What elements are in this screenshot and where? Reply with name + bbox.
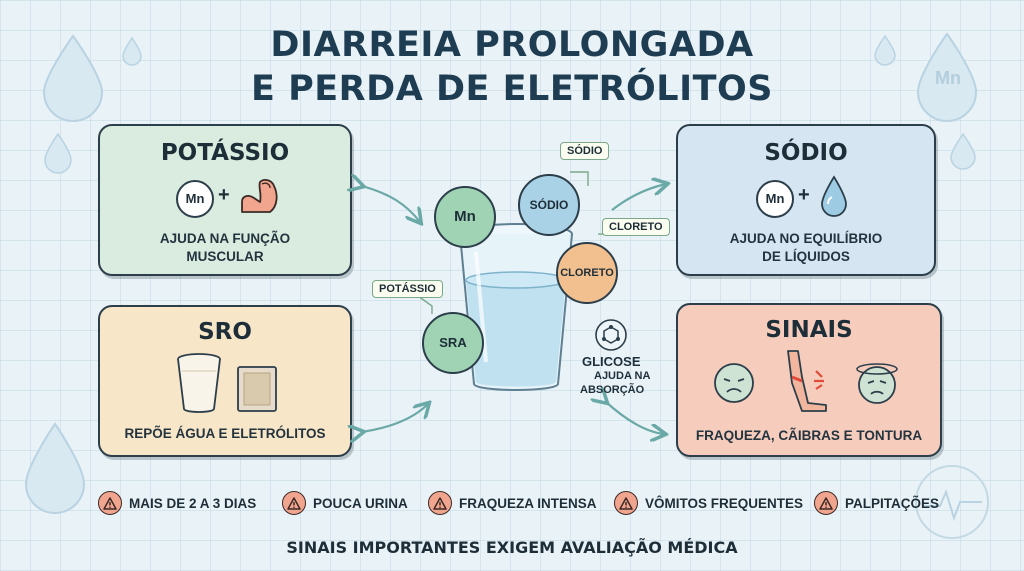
card-sodio: SÓDIO Mn + AJUDA NO EQUILÍBRIO DE LÍQUID… bbox=[676, 124, 936, 276]
dizzy-face-icon bbox=[856, 363, 898, 404]
warning-icon bbox=[814, 491, 838, 515]
tag-sodio: SÓDIO bbox=[560, 142, 610, 160]
footer-message: SINAIS IMPORTANTES EXIGEM AVALIAÇÃO MÉDI… bbox=[286, 538, 738, 557]
warning-label: VÔMITOS FREQUENTES bbox=[645, 495, 804, 511]
card-potassio-text-2: MUSCULAR bbox=[186, 249, 264, 264]
mn-badge: Mn bbox=[756, 180, 794, 218]
water-drop-decor-icon bbox=[874, 34, 896, 66]
card-sinais-title: SINAIS bbox=[765, 317, 853, 343]
warning-item: FRAQUEZA INTENSA bbox=[428, 490, 597, 516]
page-title-line1: DIARREIA PROLONGADA bbox=[270, 25, 754, 65]
warning-icon bbox=[428, 491, 452, 515]
water-glass-icon bbox=[459, 223, 573, 391]
warning-icon bbox=[282, 491, 306, 515]
arrow-potassio bbox=[362, 186, 420, 222]
flexed-arm-icon bbox=[241, 179, 278, 213]
arrow-sodio bbox=[611, 184, 666, 211]
bubble-cloreto: CLORETO bbox=[556, 242, 618, 304]
page-title-line2: E PERDA DE ELETRÓLITOS bbox=[251, 69, 773, 109]
card-sodio-title: SÓDIO bbox=[764, 140, 848, 166]
card-potassio-text-1: AJUDA NA FUNÇÃO bbox=[159, 231, 291, 246]
tag-cloreto: CLORETO bbox=[602, 218, 670, 236]
glucose-molecule-icon bbox=[595, 319, 627, 351]
card-potassio: POTÁSSIO Mn + AJUDA NA FUNÇÃO MUSCULAR bbox=[98, 124, 352, 276]
warning-item: MAIS DE 2 A 3 DIAS bbox=[98, 490, 256, 516]
warning-label: PALPITAÇÕES bbox=[845, 495, 940, 511]
card-sro: SRO REPÕE ÁGUA E ELETRÓLITOS bbox=[98, 305, 352, 457]
card-sodio-text-1: AJUDA NO EQUILÍBRIO bbox=[729, 231, 883, 246]
bubble-mn: Mn bbox=[434, 186, 496, 248]
warning-icon bbox=[98, 491, 122, 515]
warning-icon bbox=[614, 491, 638, 515]
water-drop-decor-icon bbox=[44, 132, 72, 174]
water-drop-decor-icon bbox=[42, 34, 104, 122]
drop-mn-decor-label: Mn bbox=[935, 68, 961, 88]
bubble-sodio: SÓDIO bbox=[518, 174, 580, 236]
mn-badge: Mn bbox=[176, 180, 214, 218]
water-drop-decor-icon bbox=[950, 132, 976, 170]
plus-sign: + bbox=[798, 184, 810, 206]
warning-item: POUCA URINA bbox=[282, 490, 408, 516]
leg-cramp-icon bbox=[787, 350, 827, 412]
arrow-sinais bbox=[606, 402, 664, 434]
card-sro-text: REPÕE ÁGUA E ELETRÓLITOS bbox=[124, 426, 326, 441]
glicose-desc-2: ABSORÇÃO bbox=[580, 384, 645, 396]
warning-item: VÔMITOS FREQUENTES bbox=[614, 490, 803, 516]
water-drop-decor-icon bbox=[916, 32, 978, 122]
warning-label: MAIS DE 2 A 3 DIAS bbox=[129, 495, 257, 511]
tag-potassio: POTÁSSIO bbox=[372, 280, 443, 298]
card-sodio-text-2: DE LÍQUIDOS bbox=[762, 249, 850, 264]
card-sro-title: SRO bbox=[198, 319, 252, 345]
card-potassio-title: POTÁSSIO bbox=[160, 140, 290, 166]
warning-item: PALPITAÇÕES bbox=[814, 490, 939, 516]
water-drop-decor-icon bbox=[122, 36, 142, 66]
glicose-label: GLICOSE bbox=[582, 354, 641, 369]
ors-sachet-icon bbox=[237, 366, 277, 412]
bubble-sra: SRA bbox=[422, 312, 484, 374]
heartbeat-decor-icon bbox=[915, 465, 989, 539]
card-sinais-text: FRAQUEZA, CÃIBRAS E TONTURA bbox=[695, 428, 923, 443]
glicose-desc-1: AJUDA NA bbox=[594, 370, 651, 382]
water-drop-decor-icon bbox=[24, 422, 86, 514]
cup-icon bbox=[177, 353, 221, 413]
card-sinais: SINAIS FRAQUEZA, CÃIBRAS E TONTURA bbox=[676, 303, 942, 457]
plus-sign: + bbox=[218, 184, 230, 206]
warning-label: POUCA URINA bbox=[313, 495, 408, 511]
warning-label: FRAQUEZA INTENSA bbox=[459, 495, 597, 511]
tired-face-icon bbox=[714, 363, 754, 403]
arrow-sro bbox=[362, 404, 428, 432]
water-drop-icon bbox=[821, 175, 847, 217]
